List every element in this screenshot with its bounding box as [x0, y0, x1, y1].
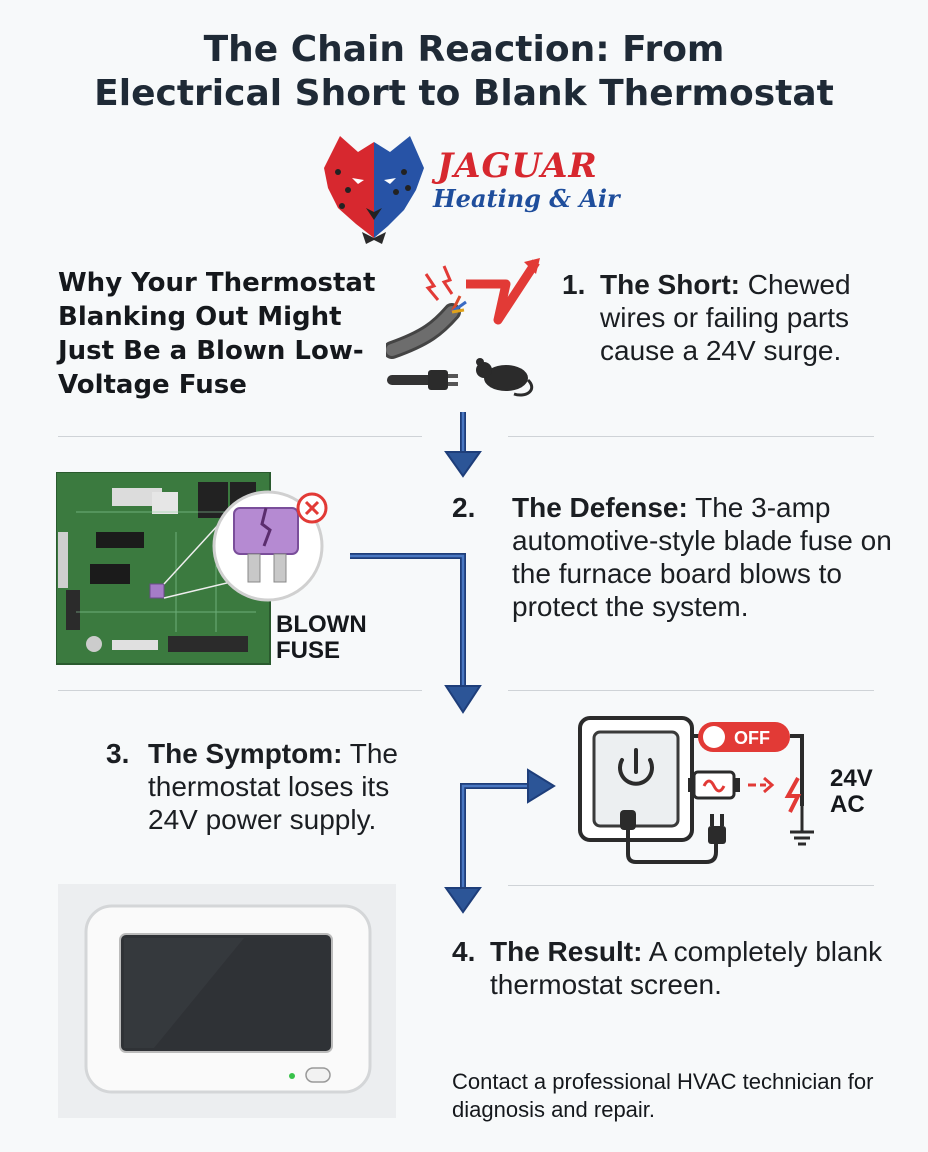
power-label: 24V AC [830, 766, 873, 818]
divider [508, 885, 874, 886]
blown-fuse-magnifier-icon [212, 490, 328, 602]
power-supply-diagram: OFF [578, 716, 814, 864]
step-4-text: A completely blank thermostat screen. [490, 936, 883, 1000]
step-1-number: 1. [562, 269, 586, 300]
divider [58, 436, 422, 437]
step-3-heading: The Symptom: [148, 738, 343, 769]
step-4-number: 4. [452, 936, 476, 967]
step-2-heading: The Defense: [512, 492, 688, 523]
step-2: 2. The Defense: The 3-amp automotive-sty… [452, 491, 892, 623]
short-circuit-illustration [386, 258, 540, 397]
step-1-text: Chewed wires or failing parts cause a 24… [600, 269, 851, 366]
subtitle: Why Your Thermostat Blanking Out Might J… [58, 268, 376, 400]
divider [508, 436, 874, 437]
step-1-heading: The Short: [600, 269, 740, 300]
divider [508, 690, 874, 691]
off-switch-label: OFF [734, 728, 770, 748]
page-title: The Chain Reaction: From Electrical Shor… [0, 28, 928, 116]
blown-fuse-label-line-1: BLOWN [276, 611, 367, 638]
blank-thermostat-illustration [84, 904, 372, 1094]
power-label-line-1: 24V [830, 765, 873, 792]
step-4-heading: The Result: [490, 936, 643, 967]
step-3-text: The thermostat loses its 24V power suppl… [148, 738, 398, 835]
contact-note: Contact a professional HVAC technician f… [452, 1069, 874, 1122]
logo-brand-text: JAGUAR [437, 146, 598, 186]
title-line-1: The Chain Reaction: From [203, 29, 725, 70]
step-3: 3. The Symptom: The thermostat loses its… [106, 737, 436, 836]
blown-fuse-label: BLOWN FUSE [276, 612, 367, 664]
step-1: 1. The Short: Chewed wires or failing pa… [562, 268, 902, 367]
step-3-number: 3. [106, 738, 130, 769]
power-label-line-2: AC [830, 791, 865, 818]
blown-fuse-label-line-2: FUSE [276, 637, 341, 664]
step-4: 4. The Result: A completely blank thermo… [452, 935, 892, 1001]
title-line-2: Electrical Short to Blank Thermostat [94, 73, 834, 114]
jaguar-logo-icon [324, 136, 424, 244]
step-2-number: 2. [452, 492, 476, 523]
step-2-text: The 3-amp automotive-style blade fuse on… [512, 492, 892, 622]
divider [58, 690, 422, 691]
logo-tagline-text: Heating & Air [433, 184, 620, 213]
